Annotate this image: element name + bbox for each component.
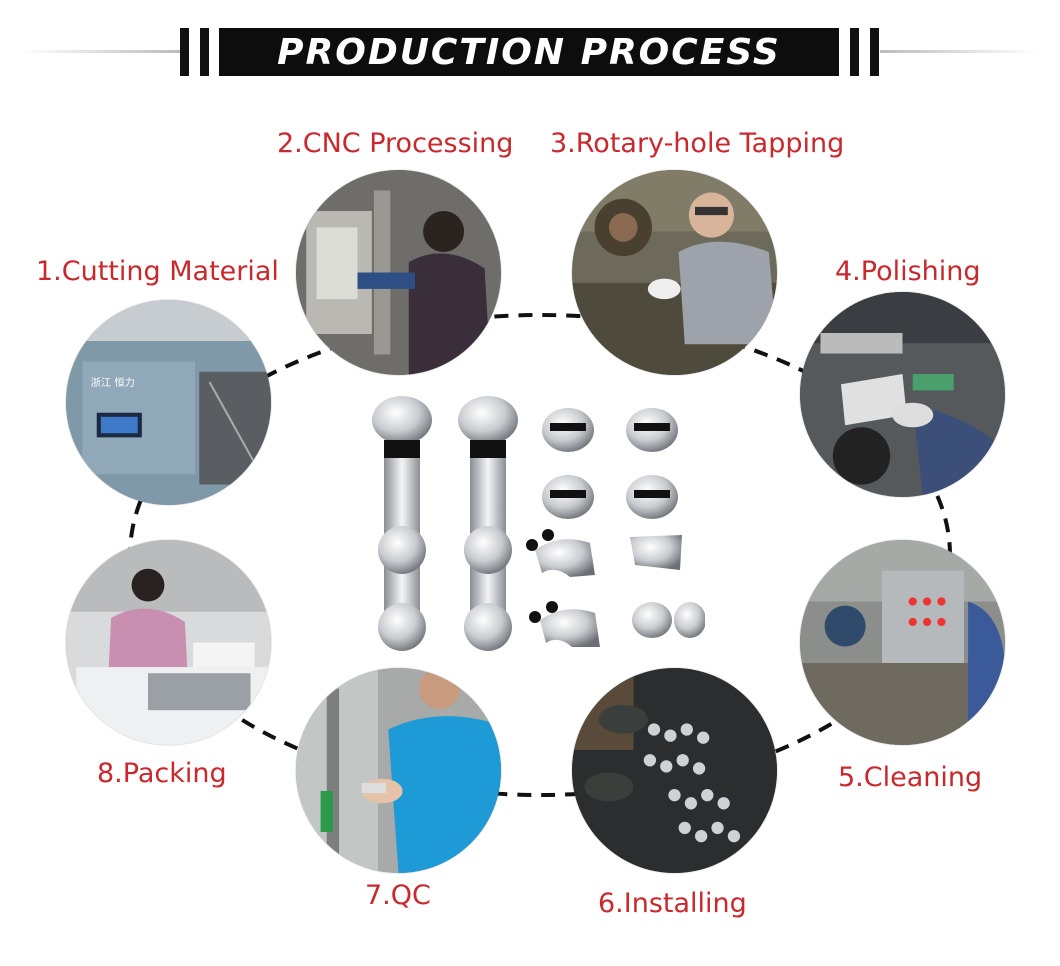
photo-cnc-processing: [296, 170, 501, 375]
step-label-polishing: 4.Polishing: [835, 256, 981, 287]
photo-packing: [66, 540, 271, 745]
photo-qc: [296, 668, 501, 873]
step-label-cutting-material: 1.Cutting Material: [36, 256, 279, 287]
header-right-bar-2: [870, 28, 879, 76]
center-product-hardware: [372, 396, 705, 651]
photo-polishing: [800, 292, 1005, 497]
svg-text:浙江 恒力: 浙江 恒力: [91, 376, 135, 389]
photo-cleaning: [800, 540, 1005, 745]
header-left-line: [20, 50, 180, 53]
step-label-packing: 8.Packing: [97, 758, 227, 789]
photo-installing: [572, 668, 777, 873]
header-left-bar-1: [180, 28, 189, 76]
photo-cutting-material: 浙江 恒力: [66, 300, 271, 505]
header-right-bar-1: [850, 28, 859, 76]
step-label-cleaning: 5.Cleaning: [838, 762, 983, 793]
header-right-line: [880, 50, 1040, 53]
page-title: PRODUCTION PROCESS: [219, 28, 839, 76]
step-label-qc: 7.QC: [365, 880, 431, 911]
step-label-installing: 6.Installing: [598, 888, 747, 919]
step-label-rotary-hole-tapping: 3.Rotary-hole Tapping: [550, 128, 845, 159]
photo-rotary-hole-tapping: [572, 170, 777, 375]
step-label-cnc-processing: 2.CNC Processing: [277, 128, 514, 159]
header-left-bar-2: [200, 28, 209, 76]
